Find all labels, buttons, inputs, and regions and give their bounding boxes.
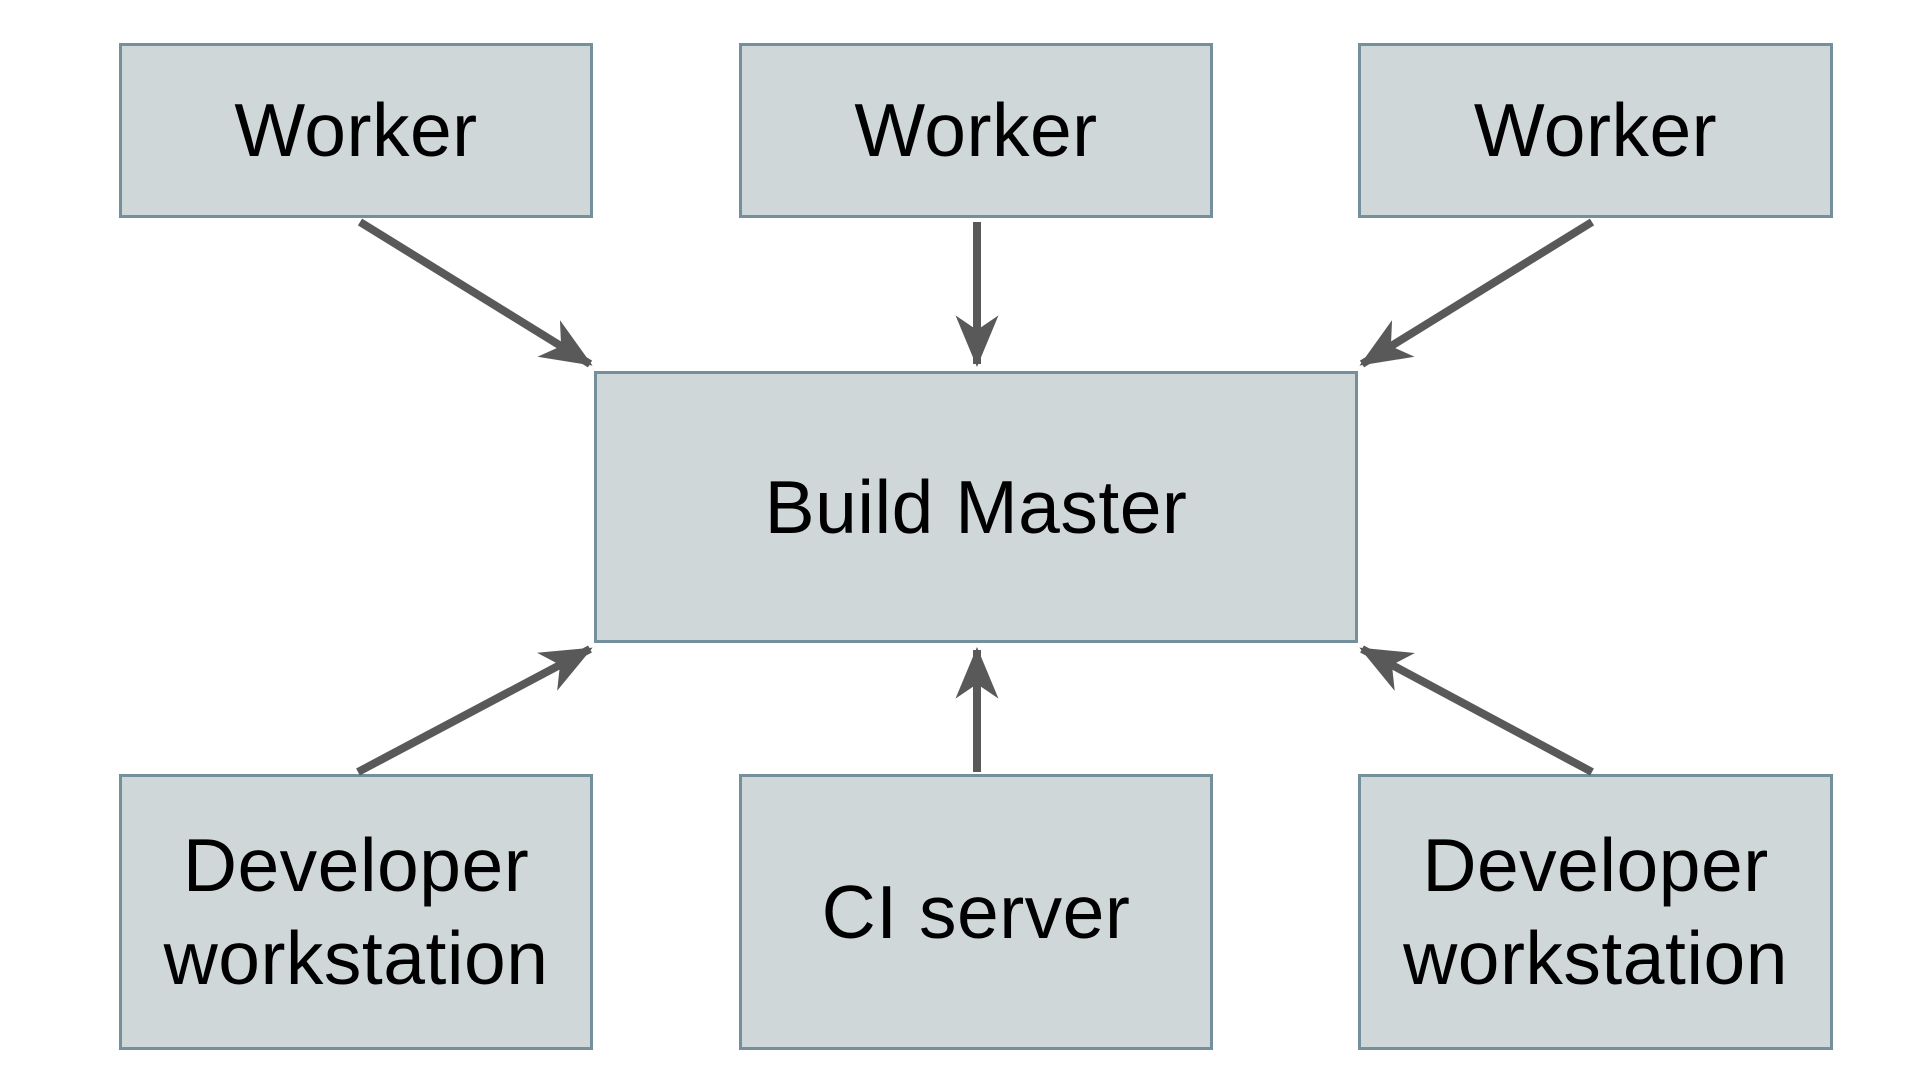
arrow-developer-workstation-right-to-build-master <box>1359 645 1594 776</box>
node-label-worker-3: Worker <box>1473 88 1718 172</box>
node-developer-workstation-right: Developer workstation <box>1358 774 1833 1050</box>
node-label-worker-1: Worker <box>234 88 478 172</box>
node-label-developer-workstation-right: Developer workstation <box>1403 823 1788 1000</box>
node-label-developer-workstation-left: Developer workstation <box>163 823 549 1000</box>
node-label-worker-2: Worker <box>854 88 1098 172</box>
node-worker-1: Worker <box>119 43 593 218</box>
node-label-build-master: Build Master <box>764 464 1188 549</box>
arrow-worker-1-to-build-master <box>357 218 593 368</box>
node-ci-server: CI server <box>739 774 1213 1050</box>
node-label-ci-server: CI server <box>821 869 1131 954</box>
arrow-worker-3-to-build-master <box>1359 218 1595 368</box>
arrow-developer-workstation-left-to-build-master <box>356 645 593 776</box>
node-worker-3: Worker <box>1358 43 1833 218</box>
node-worker-2: Worker <box>739 43 1213 218</box>
node-build-master: Build Master <box>594 371 1358 643</box>
node-developer-workstation-left: Developer workstation <box>119 774 593 1050</box>
